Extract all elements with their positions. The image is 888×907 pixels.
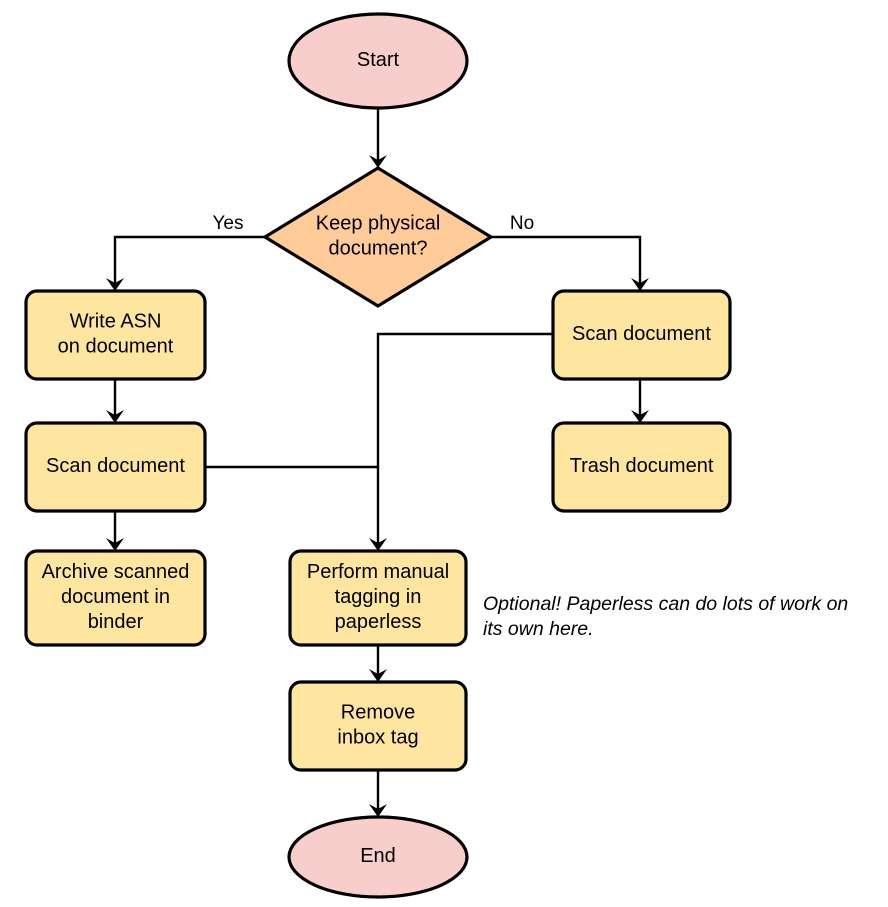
edge-remove-inbox-tag-to-end bbox=[369, 770, 387, 817]
arrowhead-icon bbox=[631, 278, 649, 291]
node-label-line: Scan document bbox=[572, 323, 711, 345]
process-shape bbox=[551, 421, 732, 513]
edge-path bbox=[491, 235, 642, 285]
node-label-end: End bbox=[360, 845, 396, 867]
process-shape bbox=[288, 680, 468, 772]
edge-decision-yes-to-write-asn: Yes bbox=[106, 213, 265, 291]
edge-manual-tagging-to-remove-inbox-tag bbox=[369, 645, 387, 682]
edge-label-decision-yes-to-write-asn: Yes bbox=[213, 213, 244, 234]
arrowhead-icon bbox=[631, 410, 649, 423]
node-label-line: Remove bbox=[341, 702, 415, 724]
edge-write-asn-to-scan-document-left bbox=[106, 379, 124, 423]
node-label-start: Start bbox=[357, 49, 400, 71]
node-label-line: Scan document bbox=[46, 455, 185, 477]
edge-label-decision-no-to-scan-document-right: No bbox=[510, 213, 534, 234]
node-label-line: Write ASN bbox=[70, 311, 162, 333]
node-label-archive-scanned-document-in-binder: Archive scanned document in binder bbox=[42, 561, 190, 633]
arrowhead-icon bbox=[106, 538, 124, 551]
node-label-scan-document-right: Scan document bbox=[572, 323, 711, 345]
node-label-line: document in bbox=[61, 586, 170, 608]
node-label-line: Trash document bbox=[570, 455, 714, 477]
terminator-shape bbox=[287, 815, 469, 899]
annotation-optional-note: Optional! Paperless can do lots of work … bbox=[483, 593, 848, 640]
edge-decision-no-to-scan-document-right: No bbox=[491, 213, 649, 291]
arrowhead-icon bbox=[106, 410, 124, 423]
process-shape bbox=[24, 289, 207, 381]
node-label-line: binder bbox=[88, 611, 144, 633]
node-scan-document-right[interactable]: Scan document bbox=[551, 289, 732, 381]
arrowhead-icon bbox=[369, 538, 387, 551]
arrowhead-icon bbox=[106, 278, 124, 291]
arrowhead-icon bbox=[369, 155, 387, 168]
process-shape bbox=[24, 421, 207, 513]
node-label-line: Keep physical bbox=[316, 213, 441, 235]
annotation-layer: Optional! Paperless can do lots of work … bbox=[483, 593, 848, 640]
node-label-trash-document: Trash document bbox=[570, 455, 714, 477]
node-label-line: inbox tag bbox=[337, 727, 418, 749]
node-keep-physical-document[interactable]: Keep physical document? bbox=[263, 166, 493, 308]
decision-shape bbox=[263, 166, 493, 308]
node-scan-document-left[interactable]: Scan document bbox=[24, 421, 207, 513]
edge-scan-document-right-to-manual-tagging bbox=[369, 332, 553, 551]
node-label-line: tagging in bbox=[335, 586, 422, 608]
node-label-line: Perform manual bbox=[307, 561, 449, 583]
edge-path bbox=[376, 332, 553, 545]
node-write-asn-on-document[interactable]: Write ASN on document bbox=[24, 289, 207, 381]
node-label-write-asn-on-document: Write ASN on document bbox=[58, 311, 174, 358]
terminator-shape bbox=[287, 12, 469, 110]
node-label-scan-document-left: Scan document bbox=[46, 455, 185, 477]
edge-layer: Yes No bbox=[106, 108, 649, 817]
node-trash-document[interactable]: Trash document bbox=[551, 421, 732, 513]
process-shape bbox=[288, 549, 468, 647]
node-label-line: Archive scanned bbox=[42, 561, 190, 583]
annotation-line: its own here. bbox=[483, 618, 594, 640]
arrowhead-icon bbox=[369, 804, 387, 817]
node-label-line: document? bbox=[329, 238, 428, 260]
node-end[interactable]: End bbox=[287, 815, 469, 899]
arrowhead-icon bbox=[369, 669, 387, 682]
process-shape bbox=[24, 549, 207, 647]
node-label-line: on document bbox=[58, 336, 174, 358]
node-label-line: Start bbox=[357, 49, 400, 71]
edge-scan-document-right-to-trash bbox=[631, 379, 649, 423]
node-archive-scanned-document-in-binder[interactable]: Archive scanned document in binder bbox=[24, 549, 207, 647]
node-label-line: paperless bbox=[335, 611, 422, 633]
edge-path bbox=[113, 235, 265, 285]
node-label-line: End bbox=[360, 845, 396, 867]
edge-start-to-decision bbox=[369, 108, 387, 168]
edge-scan-document-left-to-archive bbox=[106, 511, 124, 551]
node-perform-manual-tagging-in-paperless[interactable]: Perform manual tagging in paperless bbox=[288, 549, 468, 647]
node-label-remove-inbox-tag: Remove inbox tag bbox=[337, 702, 418, 749]
node-start[interactable]: Start bbox=[287, 12, 469, 110]
node-remove-inbox-tag[interactable]: Remove inbox tag bbox=[288, 680, 468, 772]
annotation-line: Optional! Paperless can do lots of work … bbox=[483, 593, 848, 615]
process-shape bbox=[551, 289, 732, 381]
node-label-perform-manual-tagging-in-paperless: Perform manual tagging in paperless bbox=[307, 561, 449, 633]
node-label-keep-physical-document: Keep physical document? bbox=[316, 213, 441, 260]
